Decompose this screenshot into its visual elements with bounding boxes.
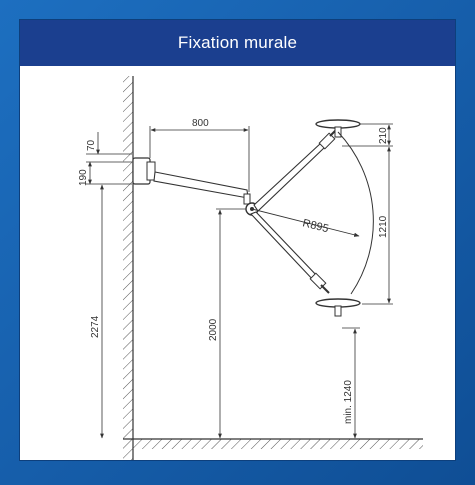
upper-lamp-stem: [318, 132, 336, 150]
radius-leader: [251, 208, 360, 237]
dim-2274-label: 2274: [90, 315, 101, 338]
dim-2000-label: 2000: [208, 318, 219, 341]
dim-1240-label: min. 1240: [343, 380, 354, 424]
upper-lamp-arm: [253, 142, 326, 212]
bracket-knuckle: [146, 161, 156, 181]
dim-800-label: 800: [192, 118, 209, 129]
diagram-card: Fixation murale: [20, 20, 455, 464]
radius-arc: [337, 131, 374, 295]
technical-drawing: R895 800 70 190 2274 2000: [20, 66, 455, 464]
panel-title: Fixation murale: [20, 20, 455, 66]
support-arm: [153, 171, 249, 199]
arm-joint: [243, 193, 251, 205]
lower-lamp-yoke: [320, 284, 330, 294]
wall-hatch: [123, 76, 133, 464]
dim-190-label: 190: [78, 169, 89, 186]
radius-label: R895: [301, 217, 329, 235]
dim-1210-label: 1210: [378, 215, 389, 238]
dim-210-label: 210: [378, 127, 389, 144]
dim-70-label: 70: [86, 139, 97, 151]
lower-lamp-handle: [334, 305, 342, 317]
floor-hatch: [133, 439, 423, 449]
